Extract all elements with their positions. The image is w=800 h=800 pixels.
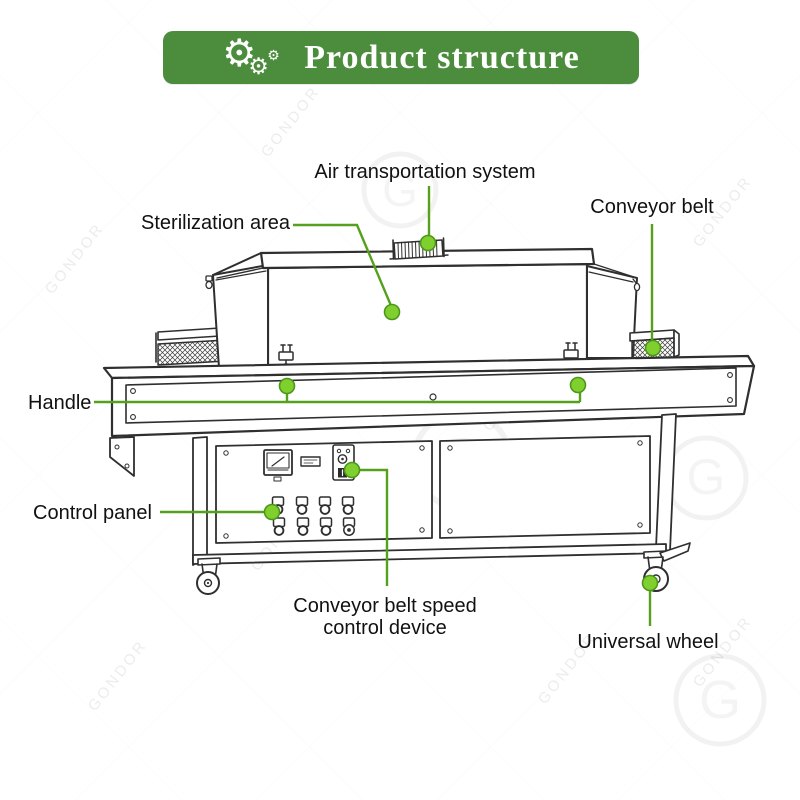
gear-icon-small: ⚙ — [267, 47, 280, 63]
toggle-switch — [318, 496, 332, 515]
left-hook — [205, 275, 213, 290]
tunnel-left-panel — [212, 264, 269, 369]
handle-right-dot — [569, 376, 587, 394]
sterilization-tunnel — [205, 237, 641, 370]
page-title: Product structure — [304, 38, 580, 76]
air-vent — [389, 237, 449, 260]
voltmeter — [263, 449, 293, 482]
power-socket — [342, 517, 356, 536]
speed-control-label-line2: control device — [323, 617, 446, 639]
toggle-switch — [296, 517, 310, 536]
entrance-conveyor — [155, 327, 227, 366]
universal-wheel-dot — [641, 574, 659, 592]
left-bracket — [109, 436, 135, 477]
sterilization-dot — [383, 303, 401, 321]
cabinet-right-door — [439, 435, 651, 539]
toggle-switch — [341, 496, 355, 515]
toggle-switch — [272, 517, 286, 536]
control-panel-label: Control panel — [33, 502, 152, 524]
handle-left-dot — [278, 377, 296, 395]
handle-label: Handle — [28, 392, 91, 414]
gear-icon-medium: ⚙ — [248, 53, 269, 79]
caster-left — [196, 557, 221, 595]
sterilization-area-label: Sterilization area — [141, 212, 291, 234]
air-dot — [419, 234, 437, 252]
cabinet-left-frame — [192, 436, 208, 566]
speed-control-label-line1: Conveyor belt speed — [293, 595, 476, 617]
cabinet — [192, 413, 677, 566]
speed-control-dot — [343, 461, 361, 479]
svg-text:G: G — [699, 670, 741, 730]
title-banner: ⚙ ⚙ ⚙ Product structure — [163, 31, 639, 84]
speed-control-leader-line — [358, 468, 389, 586]
conveyor-belt-dot — [644, 339, 662, 357]
table-center-hole — [429, 393, 437, 401]
tunnel-front-face — [266, 262, 589, 370]
svg-text:G: G — [382, 164, 418, 216]
sterilization-leader-line — [293, 223, 394, 309]
tunnel-right-panel — [586, 265, 638, 359]
svg-text:GONDOR: GONDOR — [85, 637, 151, 715]
gear-icon-large: ⚙ — [222, 33, 257, 75]
right-hook — [632, 278, 641, 292]
entrance-mesh-belt — [157, 339, 227, 366]
callout-labels: Air transportation system Sterilization … — [28, 161, 719, 653]
air-transportation-label: Air transportation system — [314, 161, 535, 183]
universal-wheel-label: Universal wheel — [577, 631, 718, 653]
toggle-switch — [319, 517, 333, 536]
gears-icon: ⚙ ⚙ ⚙ — [222, 31, 286, 84]
machine-illustration — [102, 237, 756, 595]
control-panel-dot — [263, 503, 281, 521]
conveyor-belt-label: Conveyor belt — [590, 196, 714, 218]
name-plate — [300, 456, 321, 467]
svg-text:GONDOR: GONDOR — [258, 83, 324, 161]
cabinet-right-frame — [655, 413, 677, 552]
svg-text:G: G — [687, 449, 726, 505]
svg-text:GONDOR: GONDOR — [42, 220, 108, 298]
toggle-switch — [295, 496, 309, 515]
callout-dots — [263, 234, 662, 592]
